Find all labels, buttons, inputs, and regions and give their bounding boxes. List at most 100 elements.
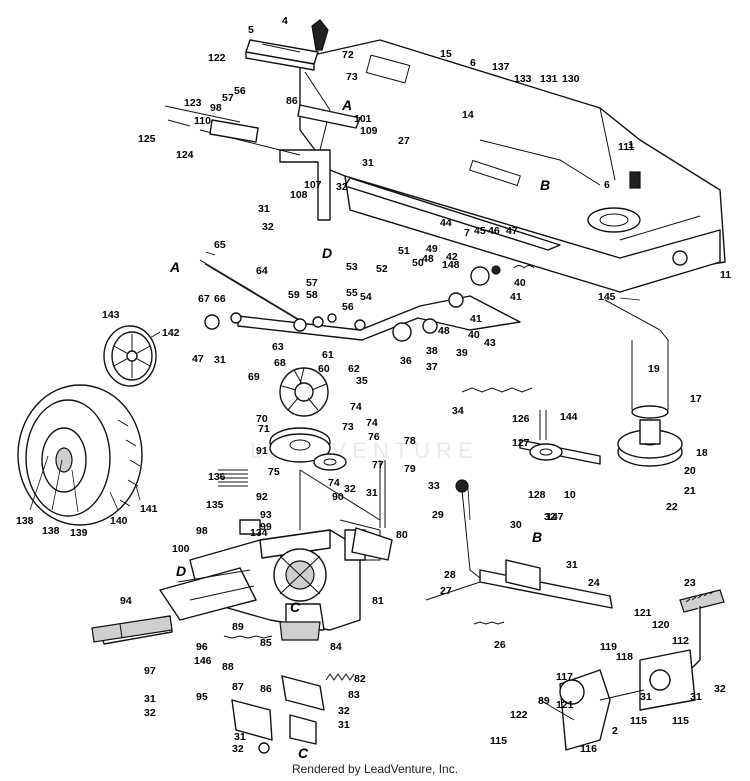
ref-letter-b-top: B (540, 177, 550, 193)
callout-label: 128 (528, 489, 546, 501)
callout-label: 56 (234, 85, 246, 97)
callout-label: 19 (648, 363, 660, 375)
callout-label: 85 (260, 637, 272, 649)
ref-letter-b-bottom: B (532, 529, 542, 545)
callout-label: 48 (422, 253, 434, 265)
callout-label: 126 (512, 413, 530, 425)
callout-label: 92 (256, 491, 268, 503)
callout-label: 117 (556, 671, 573, 683)
callout-label: 116 (580, 743, 597, 755)
clutch-linkage (425, 479, 613, 609)
cooling-fan (279, 367, 329, 417)
callout-label: 15 (440, 48, 452, 60)
callout-label: 146 (194, 655, 212, 667)
callout-label: 49 (426, 243, 438, 255)
callout-label: 91 (256, 445, 268, 457)
callout-label: 122 (208, 52, 226, 64)
callout-label: 32 (232, 743, 244, 755)
callout-label: 136 (208, 471, 226, 483)
callout-label: 27 (398, 135, 410, 147)
callout-label: 64 (256, 265, 268, 277)
ref-letter-a-left: A (169, 259, 180, 275)
callout-label: 87 (232, 681, 244, 693)
callout-label: 142 (162, 327, 180, 339)
callout-label: 130 (562, 73, 580, 85)
callout-label: 127 (512, 437, 530, 449)
drive-pulleys (269, 427, 347, 530)
callout-label: 62 (348, 363, 360, 375)
callout-label: 70 (256, 413, 268, 425)
callout-label: 50 (412, 257, 424, 269)
callout-label: 5 (248, 24, 254, 36)
callout-label: 145 (598, 291, 616, 303)
callout-label: 6 (470, 57, 476, 69)
ref-letter-d-top: D (322, 245, 332, 261)
callout-label: 89 (232, 621, 244, 633)
callout-label: 122 (510, 709, 528, 721)
callout-label: 71 (258, 423, 270, 435)
callout-label: 139 (70, 527, 88, 539)
callout-label: 96 (196, 641, 208, 653)
callout-label: 76 (368, 431, 380, 443)
callout-label: 32 (344, 483, 356, 495)
callout-label: 121 (556, 699, 574, 711)
callout-label: 134 (250, 527, 268, 539)
brake-pedal (539, 589, 725, 751)
callout-label: 140 (110, 515, 128, 527)
callout-label: 88 (222, 661, 234, 673)
callout-label: 72 (342, 49, 354, 61)
callout-label: 83 (348, 689, 360, 701)
callout-label: 30 (510, 519, 522, 531)
callout-label: 39 (456, 347, 468, 359)
callout-label: 21 (684, 485, 696, 497)
callout-label: 119 (600, 641, 617, 653)
callout-label: 54 (360, 291, 372, 303)
callout-label: 18 (696, 447, 708, 459)
callout-label: 68 (274, 357, 286, 369)
callout-label: 73 (342, 421, 354, 433)
callout-label: 81 (372, 595, 384, 607)
callout-label: 90 (332, 491, 344, 503)
callout-label: 123 (184, 97, 202, 109)
callout-label: 4 (282, 15, 288, 27)
callout-label: 147 (546, 511, 564, 523)
callout-label: 112 (672, 635, 689, 647)
callout-label: 6 (604, 179, 610, 191)
callout-label: 97 (144, 665, 156, 677)
callout-label: 40 (514, 277, 526, 289)
callout-label: 26 (494, 639, 506, 651)
lower-brackets (231, 675, 325, 754)
callout-label: 24 (588, 577, 600, 589)
callout-label: 99 (260, 521, 272, 533)
callout-label: 31 (144, 693, 156, 705)
callout-label: 52 (376, 263, 388, 275)
callout-label: 82 (354, 673, 366, 685)
callout-label: 141 (140, 503, 158, 515)
callout-label: 45 (474, 225, 486, 237)
callout-label: 56 (342, 301, 354, 313)
callout-label: 95 (196, 691, 208, 703)
callout-label: 41 (510, 291, 522, 303)
callout-label: 31 (362, 157, 374, 169)
callout-label: 143 (102, 309, 120, 321)
callout-label: 1 (628, 139, 634, 151)
shift-link-arm (299, 460, 393, 561)
callout-label: 148 (442, 259, 460, 271)
reference-letters: A A B B C C D D (169, 97, 550, 761)
callout-label: 67 (198, 293, 210, 305)
callout-label: 63 (272, 341, 284, 353)
callout-label: 40 (468, 329, 480, 341)
callout-label: 101 (354, 113, 372, 125)
callout-label: 28 (444, 569, 456, 581)
callout-label: 135 (206, 499, 224, 511)
callout-label: 74 (328, 477, 340, 489)
callout-label: 144 (560, 411, 578, 423)
ref-letter-c-bottom: C (298, 745, 309, 761)
hubcap (103, 325, 157, 387)
callout-label: 38 (426, 345, 438, 357)
callout-label: 2 (612, 725, 618, 737)
callout-label: 115 (630, 715, 647, 727)
callout-label: 29 (432, 509, 444, 521)
callout-label: 98 (210, 102, 222, 114)
